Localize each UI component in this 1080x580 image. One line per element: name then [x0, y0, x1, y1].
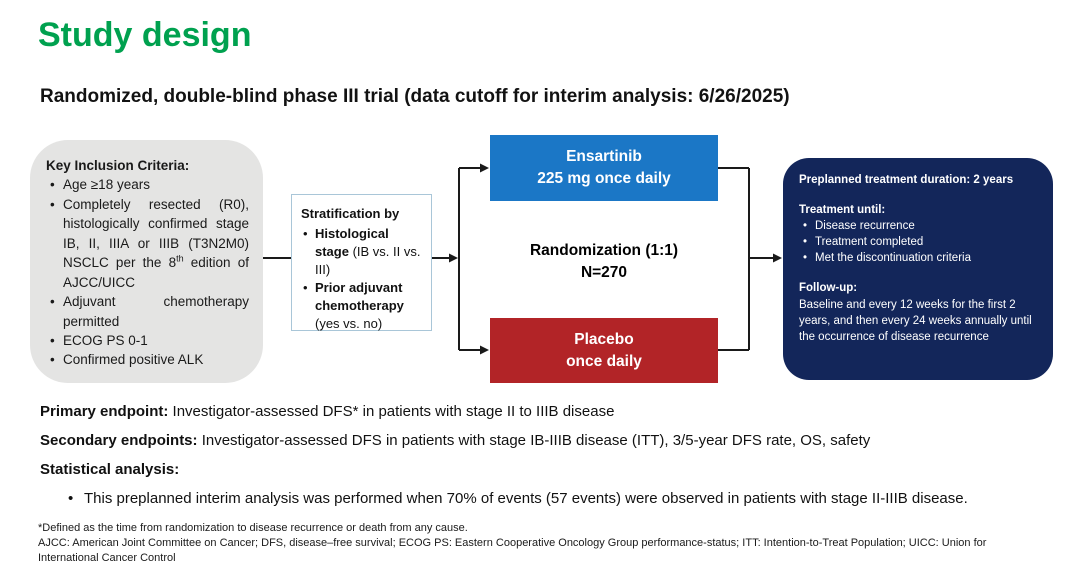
- inclusion-item-age: • Age ≥18 years: [46, 175, 249, 194]
- inclusion-item-text: Adjuvant chemotherapy permitted: [63, 294, 249, 329]
- stratification-header: Stratification by: [301, 206, 400, 221]
- inclusion-item-text: edition of AJCC/UICC: [63, 255, 249, 290]
- treatment-until-text: Disease recurrence: [815, 220, 915, 233]
- treatment-until-item: • Disease recurrence: [799, 218, 1043, 234]
- stratification-item-stage: • Histological stage (IB vs. II vs. III): [301, 225, 426, 279]
- secondary-endpoints-label: Secondary endpoints:: [40, 432, 198, 449]
- footnote-abbreviations: AJCC: American Joint Committee on Cancer…: [38, 536, 987, 564]
- trial-subtitle: Randomized, double-blind phase III trial…: [40, 86, 790, 107]
- stratification-item-chemo: • Prior adjuvant chemotherapy (yes vs. n…: [301, 279, 426, 333]
- placebo-name: Placebo: [574, 330, 634, 348]
- primary-endpoint-text: Investigator-assessed DFS* in patients w…: [168, 403, 615, 420]
- treatment-until-text: Met the discontinuation criteria: [815, 252, 971, 265]
- footnotes: *Defined as the time from randomization …: [38, 521, 1038, 566]
- bullet-marker: •: [803, 220, 808, 233]
- bullet-marker: •: [803, 236, 808, 249]
- placebo-dose: once daily: [566, 352, 642, 370]
- ensartinib-dose: 225 mg once daily: [537, 170, 671, 187]
- interim-analysis-text: This preplanned interim analysis was per…: [84, 490, 968, 507]
- stratification-item-text: (yes vs. no): [315, 315, 383, 331]
- placebo-arm-box: Placebo once daily: [490, 318, 718, 383]
- followup-header: Follow-up:: [799, 282, 858, 295]
- randomization-label: Randomization (1:1) N=270: [490, 240, 718, 283]
- inclusion-header: Key Inclusion Criteria:: [46, 158, 190, 173]
- inclusion-item-text: ECOG PS 0-1: [63, 332, 148, 348]
- treatment-plan-box: Preplanned treatment duration: 2 years T…: [783, 158, 1053, 380]
- inclusion-item-alk: • Confirmed positive ALK: [46, 350, 249, 369]
- bullet-marker: •: [50, 352, 55, 368]
- treatment-until-item: • Treatment completed: [799, 234, 1043, 250]
- bullet-marker: •: [303, 225, 308, 241]
- inclusion-item-chemo: • Adjuvant chemotherapy permitted: [46, 292, 249, 331]
- inclusion-item-resected: • Completely resected (R0), histological…: [46, 195, 249, 292]
- randomization-n: N=270: [580, 263, 628, 281]
- stratification-box: Stratification by • Histological stage (…: [291, 194, 432, 331]
- statistical-analysis-label: Statistical analysis:: [40, 461, 180, 478]
- inclusion-item-text: Completely resected (R0), histologically…: [63, 196, 249, 271]
- footnote-definition: *Defined as the time from randomization …: [38, 522, 468, 534]
- inclusion-criteria-box: Key Inclusion Criteria: • Age ≥18 years …: [30, 140, 263, 383]
- inclusion-item-ecog: • ECOG PS 0-1: [46, 331, 249, 350]
- bullet-marker: •: [50, 332, 55, 348]
- stratification-item-text: (IB vs. II vs. III): [315, 243, 421, 277]
- bullet-marker: •: [303, 279, 308, 295]
- followup-text: Baseline and every 12 weeks for the firs…: [799, 298, 1032, 343]
- ordinal-superscript: th: [176, 253, 184, 264]
- primary-endpoint-label: Primary endpoint:: [40, 403, 169, 420]
- bullet-marker: •: [50, 177, 55, 193]
- bullet-marker: •: [50, 196, 55, 212]
- bullet-marker: •: [68, 490, 74, 507]
- secondary-endpoints-text: Investigator-assessed DFS in patients wi…: [197, 432, 871, 449]
- statistical-analysis-line: Statistical analysis:: [40, 461, 179, 478]
- randomization-ratio: Randomization (1:1): [529, 242, 679, 259]
- primary-endpoint-line: Primary endpoint: Investigator-assessed …: [40, 403, 614, 420]
- stratification-item-bold: Prior adjuvant chemotherapy: [315, 279, 404, 313]
- bullet-marker: •: [50, 294, 55, 310]
- treatment-until-text: Treatment completed: [815, 236, 924, 249]
- ensartinib-name: Ensartinib: [566, 148, 642, 166]
- page-title: Study design: [38, 16, 252, 54]
- inclusion-item-text: Confirmed positive ALK: [63, 352, 204, 368]
- inclusion-item-text: Age ≥18 years: [63, 177, 150, 193]
- secondary-endpoints-line: Secondary endpoints: Investigator-assess…: [40, 432, 870, 449]
- stratification-item-bold: Histological stage: [315, 225, 389, 259]
- treatment-until-header: Treatment until:: [799, 204, 886, 217]
- treatment-until-item: • Met the discontinuation criteria: [799, 250, 1043, 266]
- bullet-marker: •: [803, 252, 808, 265]
- ensartinib-arm-box: Ensartinib 225 mg once daily: [490, 135, 718, 201]
- treatment-duration: Preplanned treatment duration: 2 years: [799, 174, 1014, 186]
- interim-analysis-bullet: • This preplanned interim analysis was p…: [62, 490, 1074, 507]
